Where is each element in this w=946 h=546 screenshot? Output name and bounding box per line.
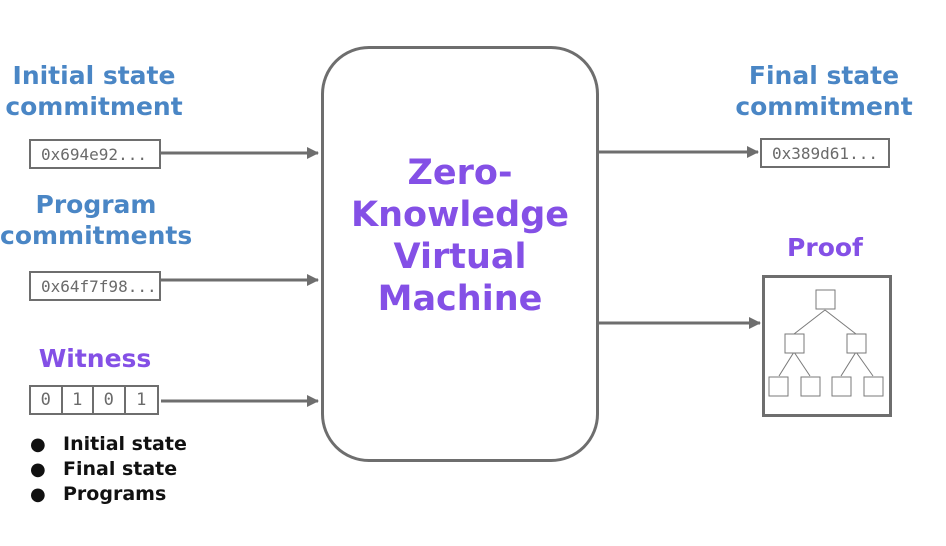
initial-state-label-line2: commitment <box>5 92 183 121</box>
witness-bit: 0 <box>31 387 63 413</box>
proof-box <box>762 275 892 417</box>
final-state-label-line2: commitment <box>735 92 913 121</box>
list-item: ●Final state <box>30 458 178 480</box>
list-item-text: Initial state <box>63 433 187 455</box>
list-item-text: Final state <box>63 458 178 480</box>
merkle-tree-icon <box>768 289 884 397</box>
final-state-label: Final state commitment <box>734 60 914 122</box>
list-item-text: Programs <box>63 483 167 505</box>
vm-title-line2: Knowledge <box>351 195 569 235</box>
zk-virtual-machine-title: Zero- Knowledge Virtual Machine <box>321 152 599 320</box>
vm-title-line3: Virtual <box>393 237 527 277</box>
initial-state-value: 0x694e92... <box>41 144 147 164</box>
program-commitments-label: Program commitments <box>0 189 192 251</box>
witness-label: Witness <box>38 344 152 373</box>
initial-state-label: Initial state commitment <box>4 60 184 122</box>
initial-state-value-box: 0x694e92... <box>29 139 161 169</box>
witness-bits: 0 1 0 1 <box>29 385 159 415</box>
vm-title-line4: Machine <box>377 279 543 319</box>
witness-bit: 1 <box>63 387 94 413</box>
final-state-label-line1: Final state <box>748 61 900 90</box>
initial-state-label-line1: Initial state <box>12 61 176 90</box>
witness-bit: 1 <box>136 390 147 410</box>
program-commitment-value: 0x64f7f98... <box>41 276 157 296</box>
witness-contents-list: ●Initial state ●Final state ●Programs <box>30 432 187 507</box>
proof-label: Proof <box>787 233 863 262</box>
list-item: ●Initial state <box>30 433 187 455</box>
program-label-line2: commitments <box>0 221 193 250</box>
final-state-value: 0x389d61... <box>772 143 878 163</box>
witness-bit: 0 <box>94 387 126 413</box>
program-commitment-value-box: 0x64f7f98... <box>29 271 161 301</box>
program-label-line1: Program <box>35 190 157 219</box>
zk-virtual-machine-box <box>321 46 599 462</box>
final-state-value-box: 0x389d61... <box>760 138 890 168</box>
vm-title-line1: Zero- <box>407 153 513 193</box>
list-item: ●Programs <box>30 483 167 505</box>
